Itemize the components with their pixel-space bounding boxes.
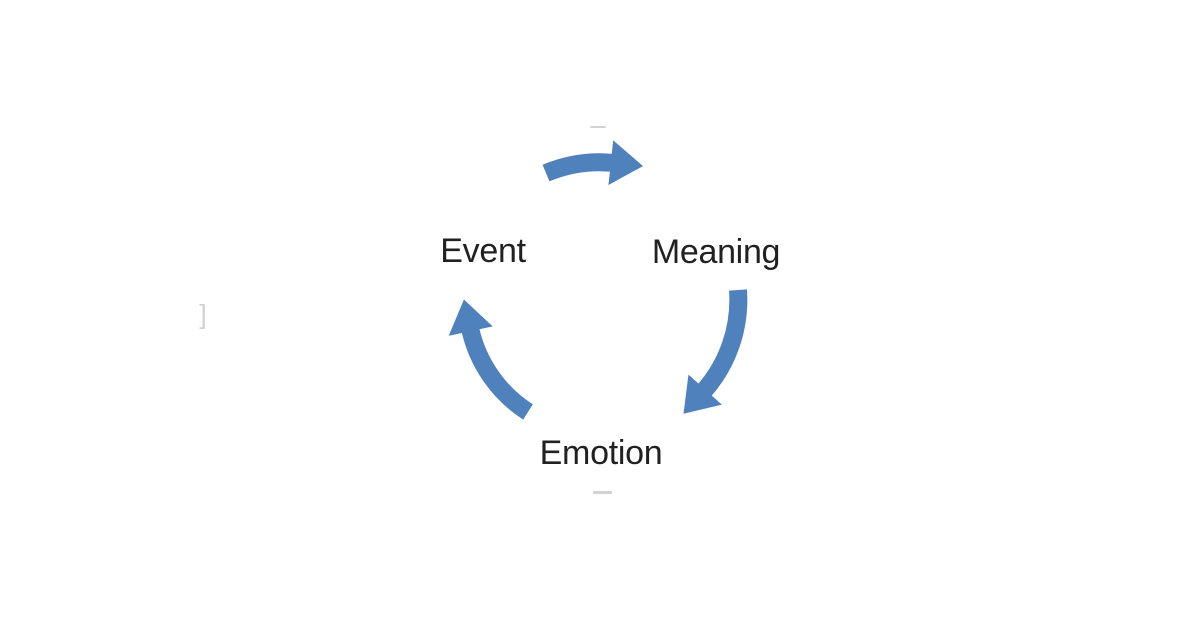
dash-artifact-top xyxy=(590,126,606,128)
arrow-meaning-to-emotion-icon xyxy=(683,289,748,414)
node-label-emotion: Emotion xyxy=(539,434,663,472)
arrow-emotion-to-event-icon xyxy=(448,299,534,420)
arrow-event-to-meaning-icon xyxy=(542,140,643,186)
bracket-artifact: ] xyxy=(199,299,207,330)
dash-artifact-bottom xyxy=(593,491,612,494)
node-label-event: Event xyxy=(440,232,526,270)
node-label-meaning: Meaning xyxy=(651,233,781,271)
